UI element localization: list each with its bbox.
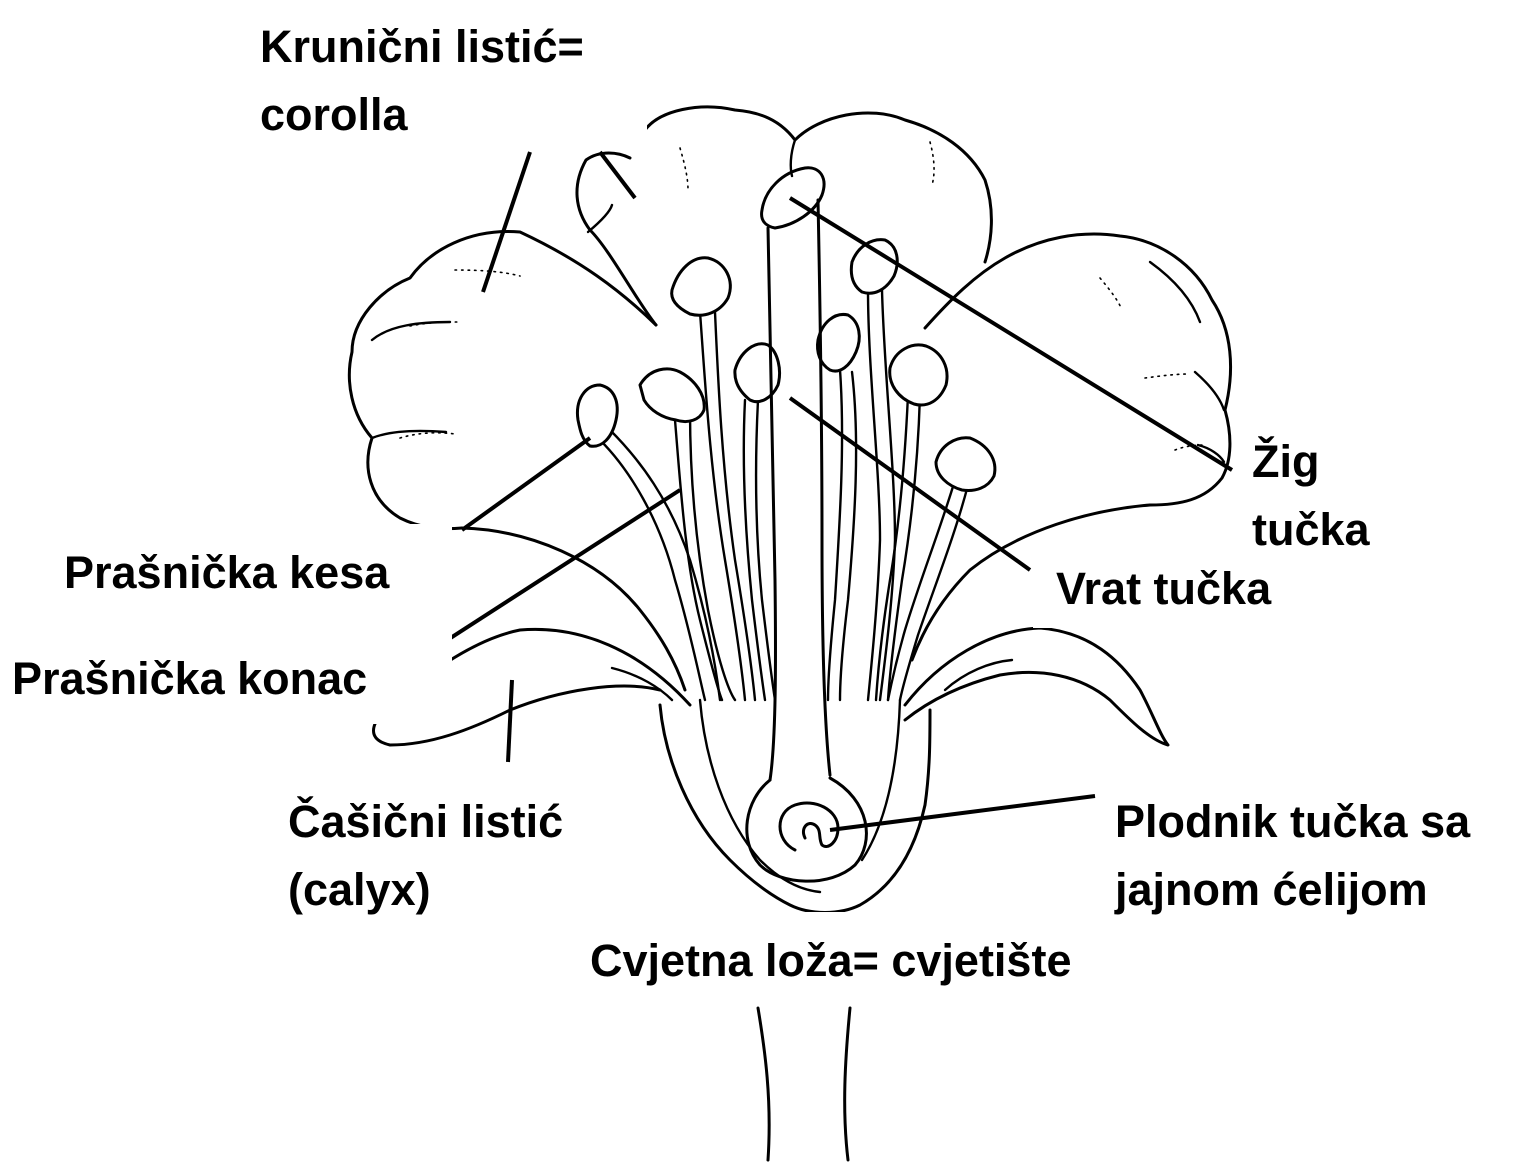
label-corolla: Krunični listić= corolla — [260, 13, 584, 150]
label-style-text: Vrat tučka — [1056, 566, 1271, 611]
label-style: Vrat tučka — [1056, 566, 1271, 611]
pistil — [747, 168, 867, 881]
corolla-petals — [349, 107, 1230, 529]
stem — [758, 1008, 850, 1160]
leader-filament — [435, 490, 680, 648]
anther-2 — [640, 369, 704, 422]
label-stigma-line1: Žig — [1252, 428, 1370, 496]
leader-sepal — [508, 680, 512, 762]
petal-left — [349, 232, 656, 529]
anther-3 — [672, 258, 731, 315]
label-receptacle: Cvjetna loža= cvjetište — [590, 938, 1071, 983]
anther-7 — [890, 345, 947, 405]
label-filament-text: Prašnička konac — [12, 656, 367, 701]
label-corolla-line1: Krunični listić= — [260, 13, 584, 81]
label-ovary: Plodnik tučka sa jajnom ćelijom — [1115, 788, 1470, 925]
label-receptacle-text: Cvjetna loža= cvjetište — [590, 938, 1071, 983]
ovule — [780, 803, 838, 850]
label-anther-text: Prašnička kesa — [64, 550, 389, 595]
style — [768, 228, 775, 780]
leader-ovary — [830, 796, 1095, 830]
leader-style — [790, 398, 1030, 570]
label-sepal-line1: Čašični listić — [288, 788, 563, 856]
label-sepal: Čašični listić (calyx) — [288, 788, 563, 925]
anther-8 — [936, 438, 995, 491]
anther-4 — [735, 344, 780, 402]
label-stigma: Žig tučka — [1252, 428, 1370, 565]
anther-5 — [818, 314, 860, 371]
label-sepal-line2: (calyx) — [288, 856, 563, 924]
anther-1 — [577, 385, 617, 446]
label-ovary-line1: Plodnik tučka sa — [1115, 788, 1470, 856]
label-ovary-line2: jajnom ćelijom — [1115, 856, 1470, 924]
leader-anther — [462, 438, 590, 530]
label-filament: Prašnička konac — [12, 656, 367, 701]
leader-corolla — [483, 152, 530, 292]
label-corolla-line2: corolla — [260, 81, 584, 149]
label-stigma-line2: tučka — [1252, 496, 1370, 564]
label-anther: Prašnička kesa — [64, 550, 389, 595]
leader-lines — [435, 152, 1232, 830]
sepal-right — [905, 628, 1168, 745]
petal-upper-left — [577, 153, 656, 325]
